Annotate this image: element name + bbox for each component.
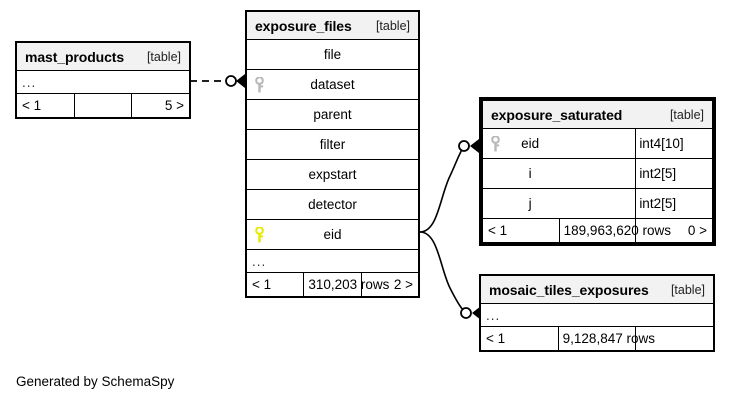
table-exposure-saturated[interactable]: exposure_saturated [table] eid int4[10] <box>479 97 716 246</box>
table-footer-row: < 1 5 > <box>16 93 190 118</box>
table-title: exposure_files <box>255 17 352 34</box>
table-header-row: exposure_files [table] <box>246 11 419 40</box>
table-footer-row: < 1 189,963,620 rows 0 > <box>482 218 713 243</box>
column-name: eid <box>521 136 540 151</box>
footer-row-count: 189,963,620 rows <box>558 218 671 243</box>
table-row[interactable]: j int2[5] <box>481 188 713 219</box>
table-title: mast_products <box>25 48 125 65</box>
crowsfoot-arrow <box>470 139 479 153</box>
table-kind-label: [table] <box>670 282 705 297</box>
footer-row-count: 310,203 rows <box>303 272 389 297</box>
column-name: eid <box>323 227 342 242</box>
column-name: filter <box>319 137 346 152</box>
footer-parent-count[interactable]: < 1 <box>480 326 559 351</box>
column-name: i <box>528 166 532 181</box>
foreign-key-icon <box>491 135 500 151</box>
cardinality-zero-circle <box>225 75 237 87</box>
table-ellipsis-row: ... <box>246 249 419 273</box>
table-row[interactable]: eid <box>246 219 419 250</box>
cardinality-zero-circle <box>460 307 472 319</box>
table-ellipsis-row: ... <box>480 303 714 327</box>
column-type: int2[5] <box>635 188 713 219</box>
table-title: mosaic_tiles_exposures <box>489 281 649 298</box>
table-footer-row: < 1 9,128,847 rows <box>480 326 714 351</box>
table-row[interactable]: detector <box>246 189 419 220</box>
footer-parent-count[interactable]: < 1 <box>16 93 75 118</box>
crowsfoot-arrow <box>236 74 245 88</box>
column-name: j <box>528 196 532 211</box>
table-row[interactable]: file <box>246 39 419 70</box>
table-mast-products[interactable]: mast_products [table] ... < 1 5 > <box>15 41 191 119</box>
footer-child-count[interactable] <box>635 326 714 351</box>
table-row[interactable]: expstart <box>246 159 419 190</box>
column-name: detector <box>308 197 357 212</box>
table-exposure-files[interactable]: exposure_files [table] file da <box>245 10 420 298</box>
table-row[interactable]: dataset <box>246 69 419 100</box>
table-mosaic-tiles-exposures[interactable]: mosaic_tiles_exposures [table] ... < 1 9… <box>479 274 715 352</box>
columns-ellipsis: ... <box>480 303 714 327</box>
column-name: dataset <box>310 77 355 92</box>
table-header-row: mast_products [table] <box>16 42 190 71</box>
table-kind-label: [table] <box>669 107 704 122</box>
edge-curve-solid <box>419 231 465 312</box>
table-kind-label: [table] <box>375 18 410 33</box>
footer-child-count[interactable]: 2 > <box>360 272 420 297</box>
table-footer-row: < 1 310,203 rows 2 > <box>245 272 420 297</box>
table-header-row: exposure_saturated [table] <box>482 100 713 129</box>
table-row[interactable]: filter <box>246 129 419 160</box>
footer-row-count: 9,128,847 rows <box>557 326 655 351</box>
foreign-key-icon <box>255 76 264 92</box>
table-row[interactable]: i int2[5] <box>481 158 713 189</box>
table-row[interactable]: eid int4[10] <box>481 128 713 159</box>
column-name: expstart <box>308 167 357 182</box>
table-header-row: mosaic_tiles_exposures [table] <box>480 275 714 304</box>
columns-ellipsis: ... <box>246 249 419 273</box>
column-type: int2[5] <box>635 158 713 189</box>
column-name: parent <box>313 107 352 122</box>
table-row[interactable]: parent <box>246 99 419 130</box>
edge-exposure-files-to-exposure-saturated <box>419 139 479 233</box>
primary-key-icon <box>255 226 264 242</box>
footer-child-count[interactable]: 0 > <box>635 218 713 243</box>
edge-curve-solid <box>419 147 464 233</box>
generated-by-caption: Generated by SchemaSpy <box>16 374 175 389</box>
column-type: int4[10] <box>635 128 713 159</box>
footer-parent-count[interactable]: < 1 <box>245 272 305 297</box>
footer-parent-count[interactable]: < 1 <box>482 218 560 243</box>
table-kind-label: [table] <box>146 49 181 64</box>
edge-exposure-files-to-mosaic-tiles-exposures <box>419 231 481 320</box>
table-ellipsis-row: ... <box>16 70 190 94</box>
column-name: file <box>323 47 342 62</box>
cardinality-zero-circle <box>458 140 470 152</box>
columns-ellipsis: ... <box>16 70 190 94</box>
footer-row-count <box>73 93 133 118</box>
table-title: exposure_saturated <box>491 106 623 123</box>
edge-mast-products-to-exposure-files <box>190 74 245 88</box>
footer-child-count[interactable]: 5 > <box>131 93 190 118</box>
